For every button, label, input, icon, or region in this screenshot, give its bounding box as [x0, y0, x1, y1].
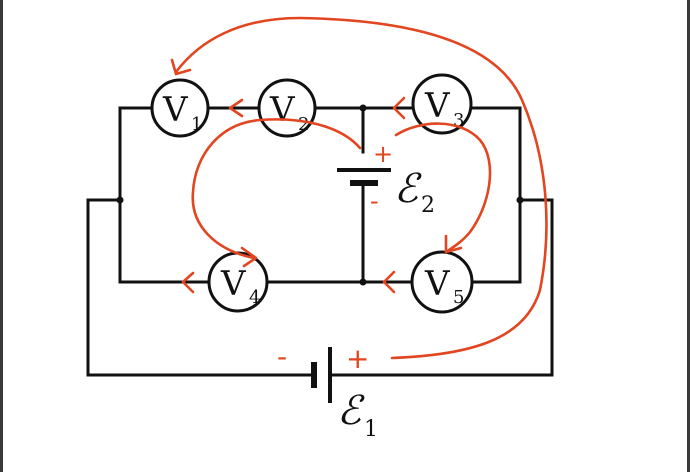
- voltmeter-v5: V 5: [410, 250, 474, 314]
- battery-emf1: [311, 347, 332, 403]
- red-annotations: [170, 16, 548, 360]
- emf2-label: ℰ 2: [394, 166, 435, 218]
- voltmeter-v4-letter: V: [220, 264, 247, 304]
- voltmeter-v1-letter: V: [162, 90, 189, 130]
- battery-emf2: [337, 168, 391, 186]
- emf2-sub: 2: [421, 193, 435, 218]
- left-border: [0, 0, 3, 472]
- voltmeter-v5-letter: V: [424, 264, 451, 304]
- voltmeter-v3: V 3: [411, 73, 473, 135]
- emf1-label: ℰ 1: [337, 388, 378, 442]
- voltmeter-v3-letter: V: [424, 86, 451, 126]
- voltmeter-v4: V 4: [207, 251, 269, 313]
- right-border: [687, 0, 690, 472]
- voltmeter-v4-sub: 4: [249, 287, 260, 308]
- emf2-minus-sign: -: [370, 187, 379, 215]
- emf2-symbol: ℰ: [394, 166, 422, 212]
- emf1-minus-sign: -: [277, 340, 287, 373]
- voltmeter-v2-letter: V: [269, 90, 296, 130]
- voltmeter-v1: V 1: [150, 78, 210, 138]
- emf2-plus-sign: +: [373, 140, 393, 168]
- voltmeter-v2: V 2: [257, 78, 317, 138]
- voltmeter-v1-sub: 1: [191, 114, 202, 135]
- voltmeter-v2-sub: 2: [298, 114, 309, 135]
- voltmeter-v3-sub: 3: [453, 110, 464, 131]
- emf1-symbol: ℰ: [337, 388, 365, 434]
- junction-dots: [116, 104, 524, 286]
- voltmeter-v5-sub: 5: [453, 287, 464, 308]
- emf1-sub: 1: [364, 417, 378, 442]
- circuit-wires: [86, 106, 554, 377]
- emf1-plus-sign: +: [346, 342, 369, 375]
